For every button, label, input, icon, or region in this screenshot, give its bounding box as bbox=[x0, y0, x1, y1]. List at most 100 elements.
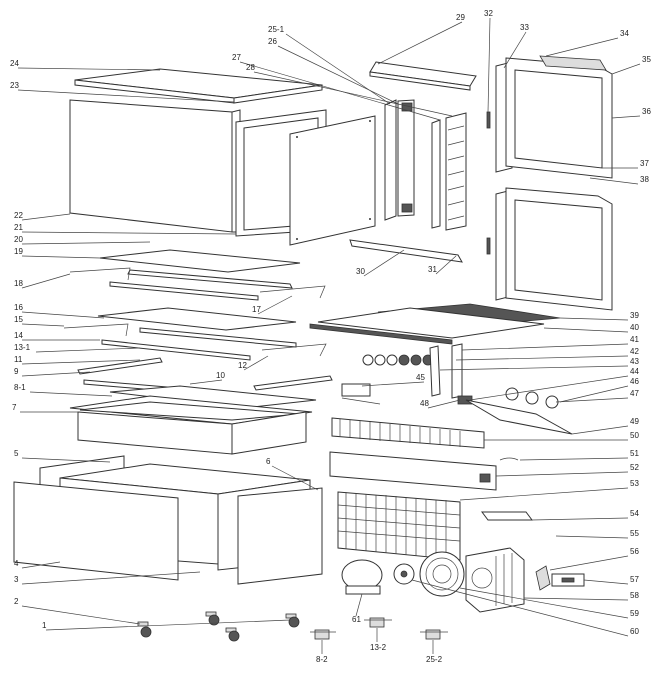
callout-label: 36 bbox=[642, 107, 651, 116]
castor-a bbox=[205, 611, 220, 626]
leader-line bbox=[189, 379, 223, 385]
callout-label: 25-2 bbox=[426, 655, 443, 664]
leader-line bbox=[427, 399, 461, 409]
small-part-13-2 bbox=[364, 617, 392, 628]
callout-label: 9 bbox=[14, 367, 19, 376]
leader-line bbox=[439, 365, 629, 371]
leader-line bbox=[583, 579, 629, 585]
leader-line bbox=[523, 597, 629, 601]
callout-label: 58 bbox=[630, 591, 639, 600]
leader-line bbox=[253, 71, 453, 117]
control-panel-52 bbox=[329, 451, 519, 491]
control-box-46 bbox=[341, 383, 381, 405]
leader-line bbox=[271, 465, 319, 491]
upper-door bbox=[486, 55, 613, 179]
callout-label: 39 bbox=[630, 311, 639, 320]
leader-line bbox=[495, 471, 629, 477]
callout-label: 52 bbox=[630, 463, 639, 472]
callout-label: 15 bbox=[14, 315, 23, 324]
callout-label: 19 bbox=[14, 247, 23, 256]
callout-label: 53 bbox=[630, 479, 639, 488]
callout-label: 55 bbox=[630, 529, 639, 538]
leader-line bbox=[459, 587, 629, 619]
leader-line bbox=[363, 249, 405, 277]
fan-motors-47 bbox=[505, 387, 559, 409]
plate-57 bbox=[551, 573, 585, 587]
callout-label: 26 bbox=[268, 37, 277, 46]
callout-label: 59 bbox=[630, 609, 639, 618]
leader-line bbox=[257, 295, 293, 315]
callout-label: 57 bbox=[630, 575, 639, 584]
callout-label: 3 bbox=[14, 575, 19, 584]
leader-line bbox=[555, 397, 629, 403]
top-rail-29 bbox=[369, 61, 477, 91]
callout-label: 56 bbox=[630, 547, 639, 556]
leader-line bbox=[21, 255, 101, 259]
callout-label: 18 bbox=[14, 279, 23, 288]
fan-blade-60 bbox=[393, 563, 415, 585]
callout-label: 24 bbox=[10, 59, 19, 68]
callout-label: 6 bbox=[266, 457, 271, 466]
leader-line bbox=[555, 535, 629, 539]
vertical-rail-right bbox=[431, 112, 467, 231]
leader-line bbox=[17, 89, 235, 103]
leader-line bbox=[21, 241, 151, 245]
callout-label: 43 bbox=[630, 357, 639, 366]
callout-label: 33 bbox=[520, 23, 529, 32]
leader-lines bbox=[17, 17, 641, 654]
leader-line bbox=[21, 273, 71, 289]
callout-label: 46 bbox=[630, 377, 639, 386]
leader-line bbox=[45, 619, 291, 631]
leader-line bbox=[559, 385, 629, 403]
callout-label: 54 bbox=[630, 509, 639, 518]
filter-drier-56 bbox=[535, 565, 551, 591]
callout-label: 45 bbox=[416, 373, 425, 382]
callout-label: 32 bbox=[484, 9, 493, 18]
callout-label: 27 bbox=[232, 53, 241, 62]
leader-line bbox=[503, 31, 527, 69]
callout-label: 13-1 bbox=[14, 343, 31, 352]
leader-line bbox=[487, 17, 491, 113]
leader-line bbox=[531, 517, 629, 521]
fan-guard-59 bbox=[419, 551, 465, 597]
callout-label: 13-2 bbox=[370, 643, 387, 652]
callout-label: 4 bbox=[14, 559, 19, 568]
vertical-rail-left bbox=[384, 99, 415, 221]
callout-label: 38 bbox=[640, 175, 649, 184]
callout-label: 40 bbox=[630, 323, 639, 332]
lower-door bbox=[486, 187, 613, 311]
compressor-61 bbox=[341, 559, 383, 595]
callout-label: 50 bbox=[630, 431, 639, 440]
leader-line bbox=[455, 355, 629, 361]
callout-label: 44 bbox=[630, 367, 639, 376]
callout-label: 12 bbox=[238, 361, 247, 370]
castor-c bbox=[285, 613, 300, 628]
callout-label: 14 bbox=[14, 331, 23, 340]
evaporator-50 bbox=[331, 417, 485, 449]
leader-line bbox=[411, 579, 629, 637]
leader-line bbox=[589, 177, 639, 185]
castor-b bbox=[225, 627, 240, 642]
callout-label: 41 bbox=[630, 335, 639, 344]
leader-line bbox=[377, 21, 463, 65]
leader-line bbox=[571, 425, 629, 435]
callout-label: 16 bbox=[14, 303, 23, 312]
castor-2 bbox=[137, 621, 152, 638]
callout-label: 61 bbox=[352, 615, 361, 624]
callout-label: 30 bbox=[356, 267, 365, 276]
leader-line bbox=[17, 67, 161, 71]
callout-label: 2 bbox=[14, 597, 19, 606]
leader-line bbox=[559, 317, 629, 321]
fittings-45 bbox=[362, 354, 434, 366]
leader-line bbox=[21, 561, 61, 569]
callout-label: 28 bbox=[246, 63, 255, 72]
leader-line bbox=[35, 347, 141, 353]
leader-line bbox=[285, 33, 391, 105]
leader-line bbox=[21, 571, 201, 585]
condenser-58 bbox=[465, 547, 525, 613]
shelf-19 bbox=[99, 249, 301, 289]
base-cabinet bbox=[13, 455, 323, 585]
small-part-8-2 bbox=[310, 629, 336, 640]
